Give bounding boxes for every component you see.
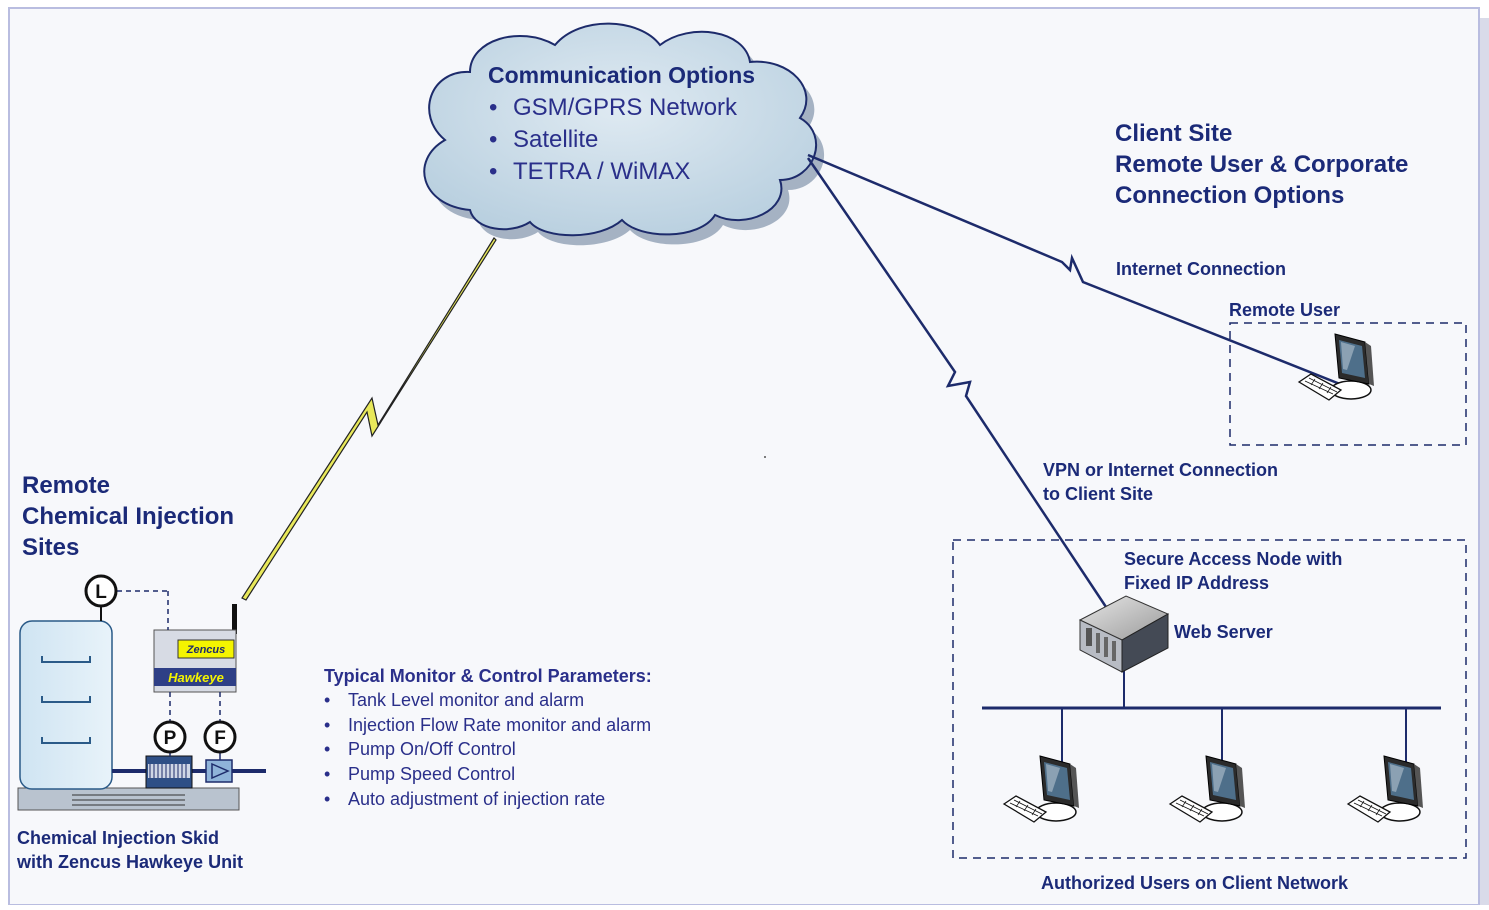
gauge-level-label: L <box>95 582 107 603</box>
parameter-item: Auto adjustment of injection rate <box>324 789 605 810</box>
device-brand-label: Zencus <box>186 644 226 656</box>
cloud-title: Communication Options <box>488 62 756 88</box>
skid-group <box>17 574 266 811</box>
flow-meter-icon <box>205 759 233 783</box>
vpn-label-line1: VPN or Internet Connection <box>1043 460 1279 480</box>
client-network-box <box>952 539 1467 859</box>
internet-connection-line <box>807 153 1351 390</box>
device-model-label: Hawkeye <box>168 670 224 685</box>
server-icon <box>1078 595 1170 673</box>
parameters-title: Typical Monitor & Control Parameters: <box>324 666 652 686</box>
gauge-pressure-label: P <box>164 728 177 749</box>
vpn-label-line2: to Client Site <box>1043 484 1154 504</box>
remote-user-box <box>1229 322 1467 446</box>
hawkeye-device <box>153 604 237 693</box>
lightning-icon <box>241 237 497 601</box>
internet-connection-label: Internet Connection <box>1116 259 1286 279</box>
parameter-item: Injection Flow Rate monitor and alarm <box>324 715 651 736</box>
cloud-item: Satellite <box>489 126 599 154</box>
tank-icon <box>19 620 113 790</box>
remote-sites-title-3: Sites <box>22 534 80 561</box>
skid-base <box>17 787 240 811</box>
parameter-item: Pump Speed Control <box>324 764 515 785</box>
gauge-icon <box>153 720 187 754</box>
web-server-label: Web Server <box>1174 622 1273 642</box>
page-shadow <box>1480 18 1489 905</box>
skid-caption-line1: Chemical Injection Skid <box>17 828 220 848</box>
cloud-item: TETRA / WiMAX <box>489 158 690 186</box>
pump-icon <box>145 755 193 789</box>
secure-node-label-line2: Fixed IP Address <box>1124 573 1270 593</box>
client-site-subtitle-2: Connection Options <box>1115 182 1345 209</box>
vpn-connection-line <box>806 157 1110 611</box>
gauge-flow-label: F <box>214 728 226 749</box>
remote-sites-title: Remote <box>22 472 111 499</box>
client-site-subtitle: Remote User & Corporate <box>1115 151 1409 178</box>
parameter-item: Tank Level monitor and alarm <box>324 690 584 711</box>
stray-dot <box>764 456 766 458</box>
cloud-item: GSM/GPRS Network <box>489 94 737 122</box>
client-site-title: Client Site <box>1115 120 1233 147</box>
skid-caption-line2: with Zencus Hawkeye Unit <box>17 852 244 872</box>
parameter-item: Pump On/Off Control <box>324 739 516 760</box>
authorized-users-label: Authorized Users on Client Network <box>1041 873 1349 893</box>
remote-user-label: Remote User <box>1229 300 1341 320</box>
gauge-icon <box>203 720 237 754</box>
antenna <box>232 604 237 634</box>
secure-node-label-line1: Secure Access Node with <box>1124 549 1343 569</box>
remote-sites-title-2: Chemical Injection <box>22 503 235 530</box>
